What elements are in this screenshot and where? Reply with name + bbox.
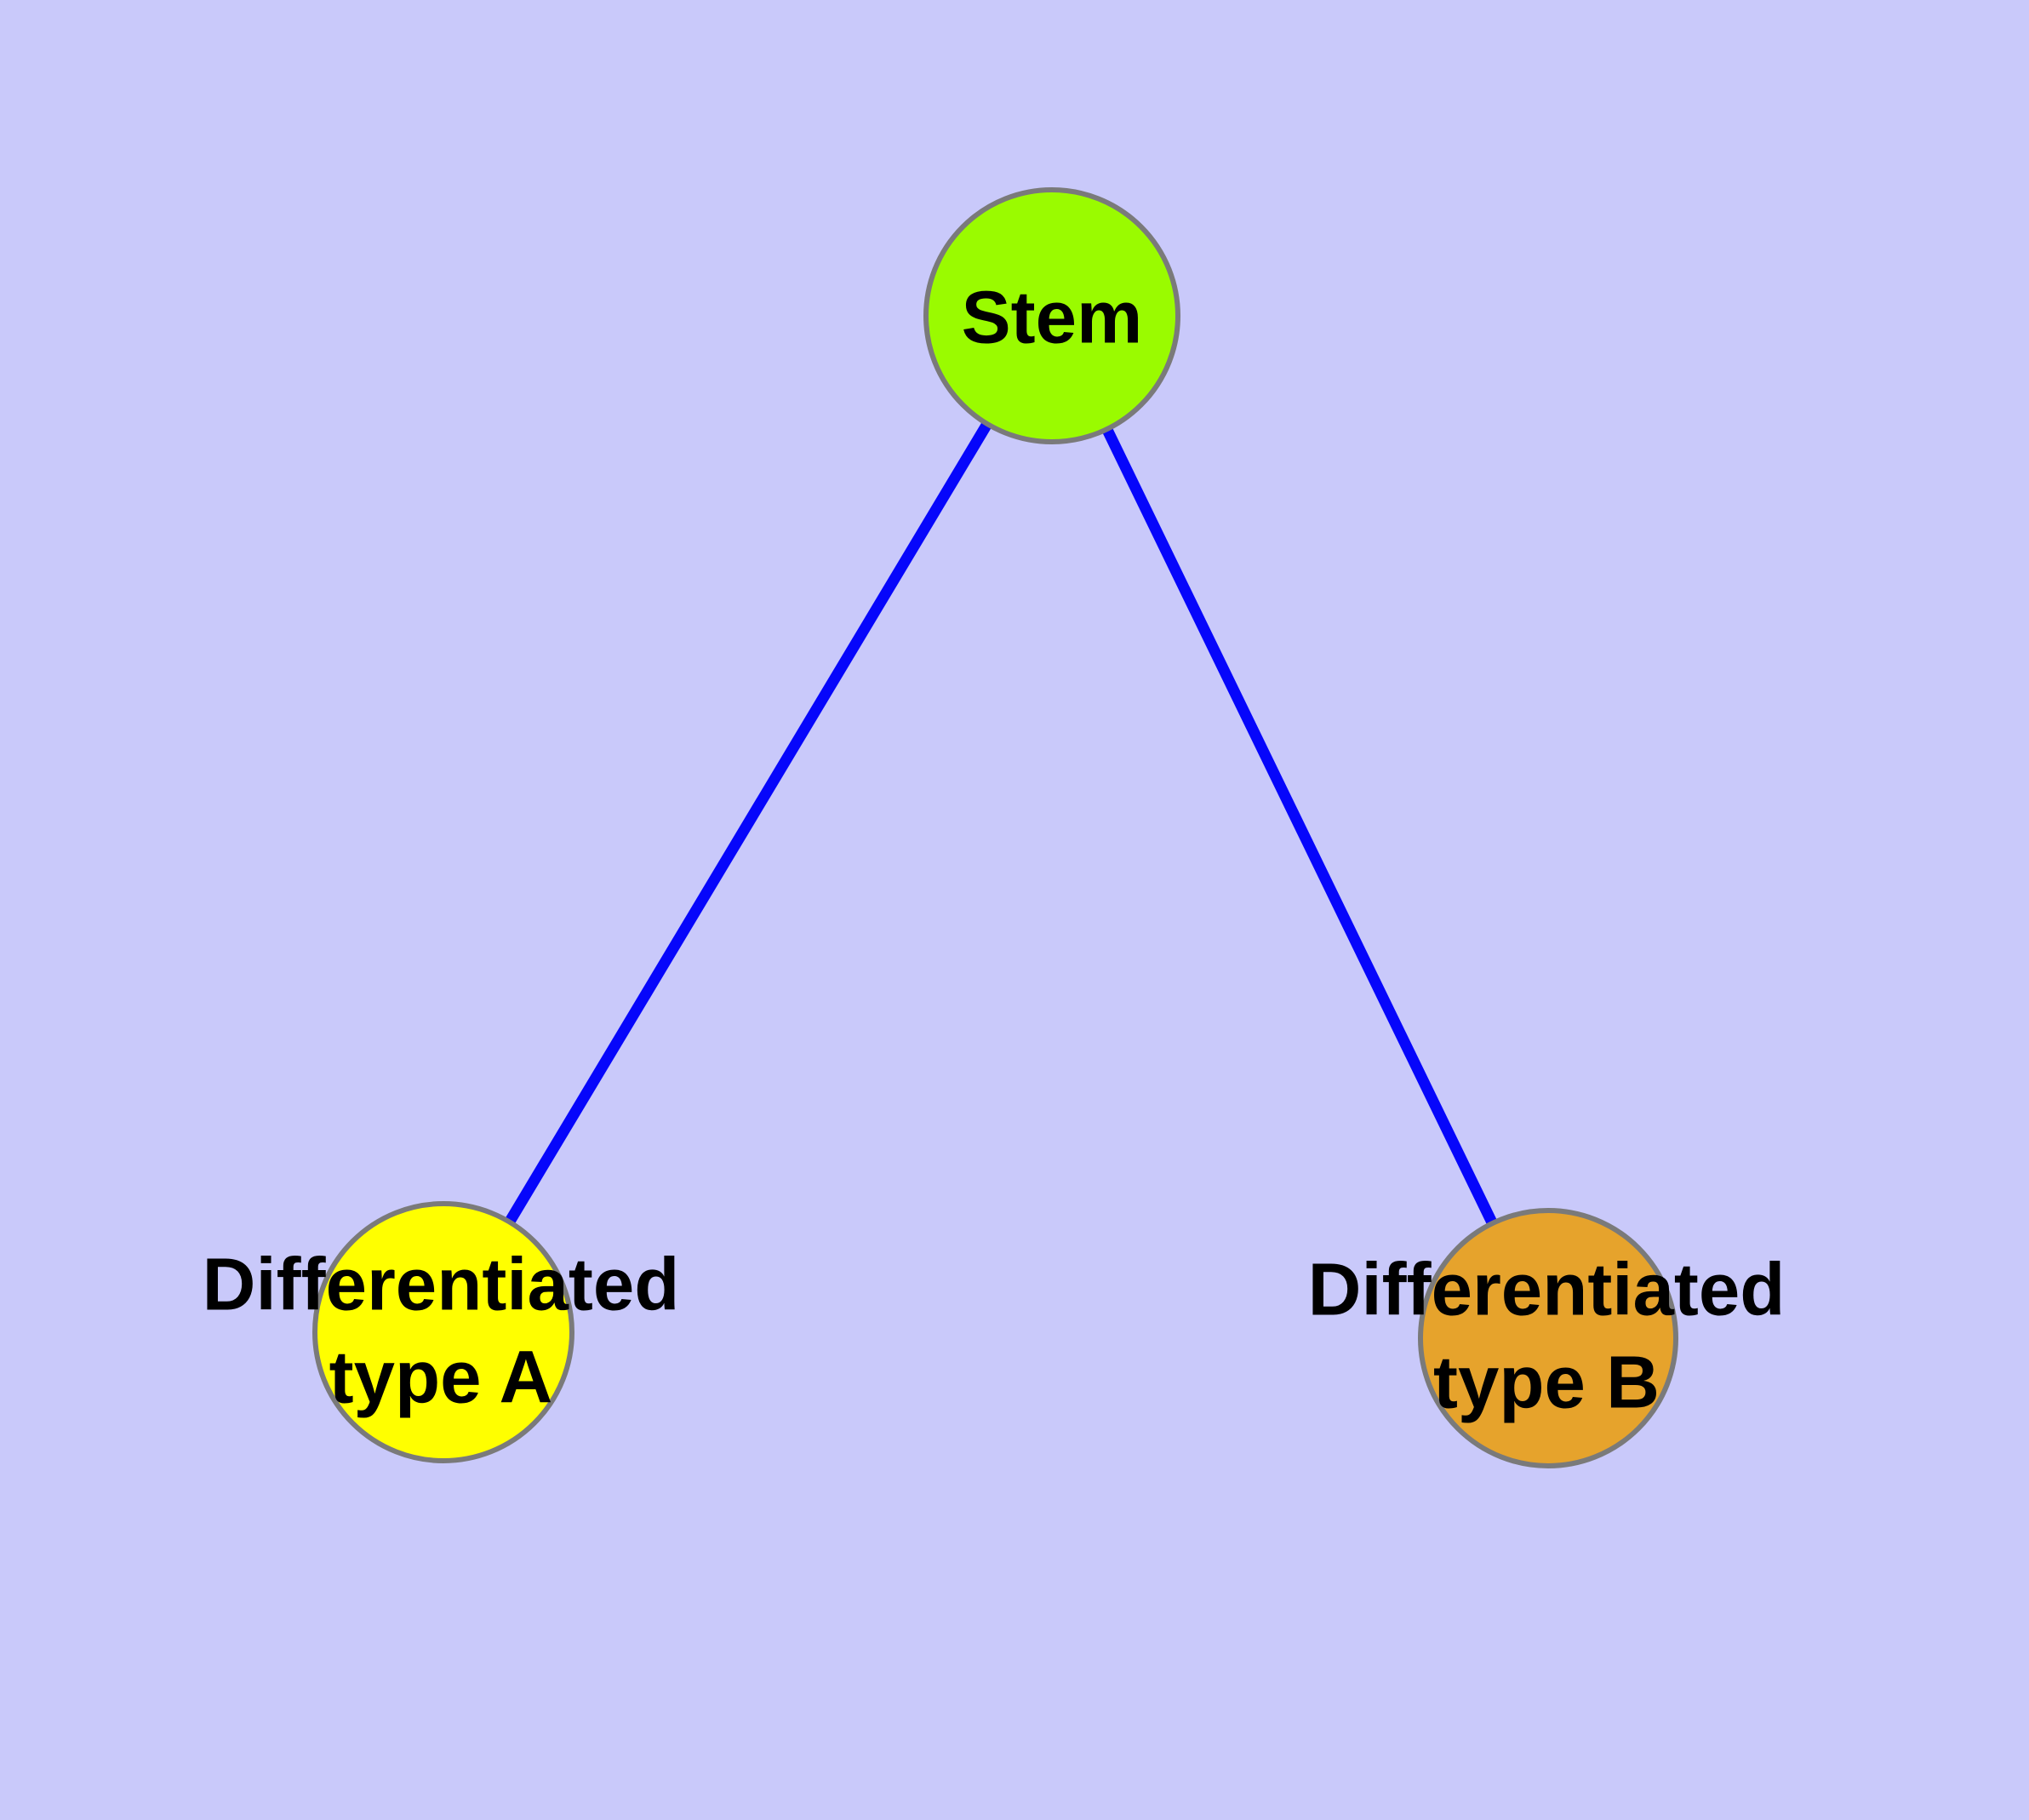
edge-stem-to-type-a: [438, 312, 1057, 1336]
stem-node-circle: [923, 187, 1180, 444]
differentiated-type-b-node-circle: [1418, 1208, 1678, 1468]
differentiated-type-a-node-circle: [312, 1201, 574, 1463]
edge-stem-to-type-b: [1047, 313, 1553, 1341]
